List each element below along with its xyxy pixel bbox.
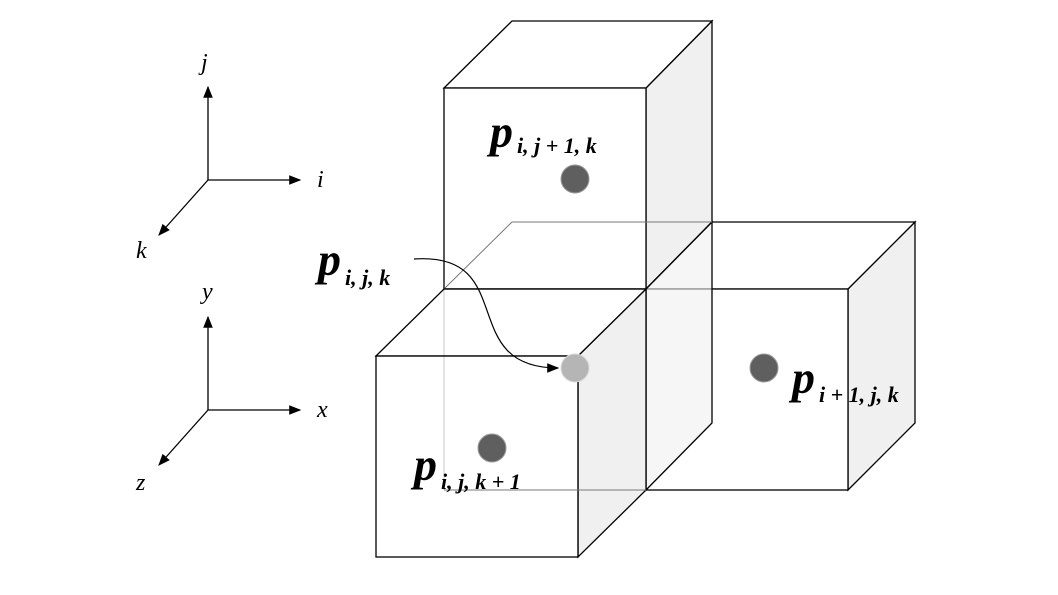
axes-ijk: j i k — [136, 50, 324, 264]
dot-front-cell — [477, 433, 507, 463]
z-axis-label: z — [135, 470, 146, 496]
y-axis-label: y — [200, 279, 213, 305]
cube-right — [644, 220, 917, 492]
k-axis-label: k — [136, 238, 147, 264]
dot-center-cell — [560, 353, 590, 383]
axes-xyz: y x z — [135, 279, 328, 496]
cube-front-front-face — [375, 355, 579, 558]
cube-center-back-left-top-diag — [443, 221, 513, 290]
dot-right-cell — [749, 353, 779, 383]
j-axis-label: j — [198, 50, 208, 76]
z-axis — [158, 409, 209, 466]
center-cell-pointer-arrow — [413, 258, 560, 373]
x-axis-label: x — [316, 397, 328, 423]
k-axis — [158, 179, 209, 236]
i-axis-label: i — [317, 167, 324, 193]
dot-top-cell — [560, 164, 590, 194]
cube-front — [374, 287, 648, 559]
